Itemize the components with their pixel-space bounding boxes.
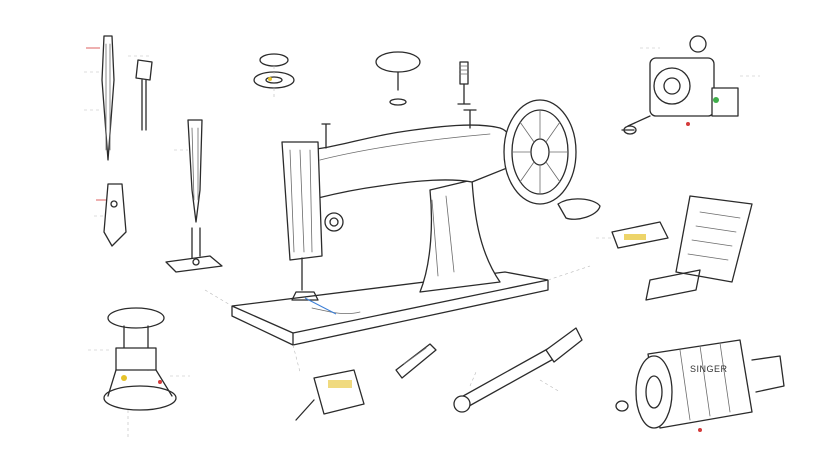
motor-plate-label: SINGER <box>690 364 728 374</box>
motor-cylinder: SINGER <box>615 339 785 432</box>
feed-bracket <box>295 343 437 421</box>
presser-foot <box>165 227 223 273</box>
tension-disc <box>375 51 421 106</box>
motor-assembly-top <box>621 35 760 135</box>
needle-long <box>84 35 115 161</box>
needle-clamp <box>94 183 127 247</box>
needle-bar <box>174 119 203 223</box>
bobbin <box>253 53 295 100</box>
spool-pin <box>457 61 471 105</box>
feed-dog-unit <box>645 195 753 301</box>
needle-clamp <box>128 55 153 131</box>
handwheel-icon <box>503 99 601 220</box>
pitman-arm <box>453 327 583 413</box>
shuttle-hook <box>88 307 190 440</box>
sewing-machine <box>204 99 601 373</box>
bobbin-winder <box>596 221 669 249</box>
